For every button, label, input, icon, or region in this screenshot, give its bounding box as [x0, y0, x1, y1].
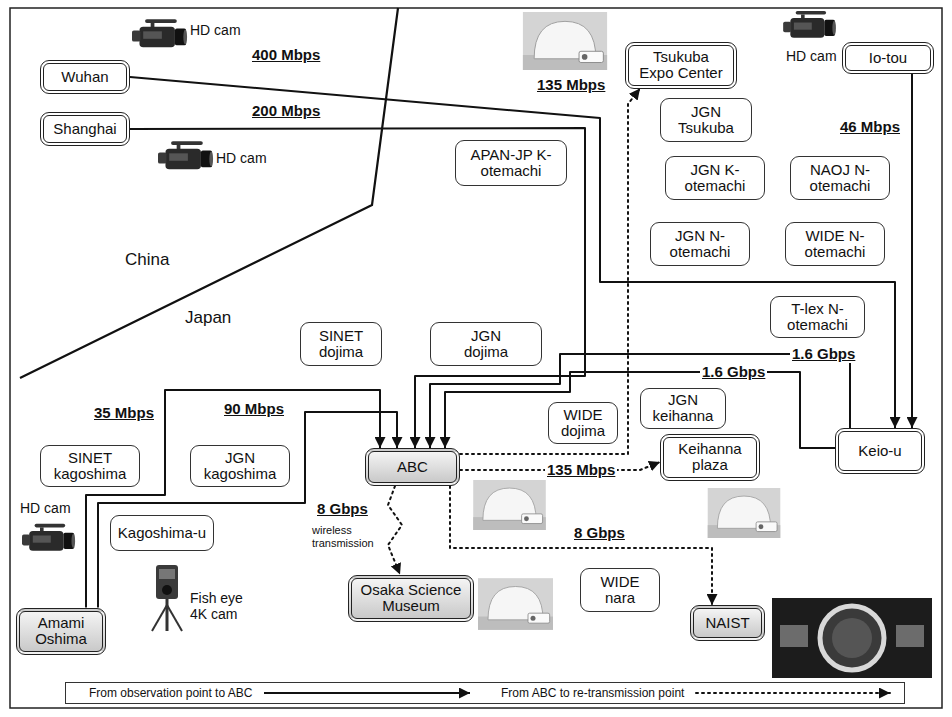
- node-label: NAOJ N-otemachi: [800, 162, 880, 195]
- relay-box: T-lex N-otemachi: [770, 296, 865, 338]
- outer-frame: [10, 8, 942, 708]
- relay-box: JGN N-otemachi: [650, 222, 750, 266]
- bandwidth-label: 1.6 Gbps: [790, 345, 857, 363]
- node-label: JGN N-otemachi: [660, 228, 740, 261]
- bandwidth-label: 400 Mbps: [250, 46, 322, 64]
- camera-label: HD cam: [216, 150, 267, 166]
- observation-line: [911, 74, 913, 428]
- relay-box: SINET kagoshima: [40, 445, 140, 487]
- camera-label: HD cam: [20, 500, 71, 516]
- relay-box: WIDE dojima: [548, 402, 618, 444]
- camera-label: Fish eye 4K cam: [190, 590, 260, 622]
- camera-icon: [158, 141, 213, 169]
- endpoint-box: Keihanna plaza: [660, 434, 760, 481]
- region-label: China: [125, 250, 169, 270]
- bandwidth-label: 135 Mbps: [535, 76, 607, 94]
- observation-line: [430, 354, 850, 448]
- observation-line: [86, 390, 380, 608]
- node-label: JGN keihanna: [648, 392, 718, 425]
- node-label: APAN-JP K-otemachi: [469, 147, 554, 180]
- node-label: WIDE dojima: [556, 407, 611, 440]
- node-label: Keihanna plaza: [673, 441, 748, 474]
- fisheye-camera-icon: [152, 565, 182, 631]
- endpoint-box: Wuhan: [40, 60, 130, 94]
- relay-box: WIDE nara: [580, 568, 660, 612]
- node-label: WIDE N-otemachi: [795, 228, 875, 261]
- endpoint-box: Tsukuba Expo Center: [625, 42, 737, 89]
- endpoint-box: NAIST: [690, 605, 765, 641]
- node-label: Amami Oshima: [26, 615, 96, 648]
- node-label: JGN dojima: [456, 328, 516, 361]
- endpoint-box: Keio-u: [835, 428, 925, 474]
- node-label: Tsukuba Expo Center: [636, 49, 726, 82]
- camera-label: HD cam: [190, 22, 241, 38]
- bandwidth-label: 90 Mbps: [222, 400, 286, 418]
- endpoint-box: Io-tou: [842, 42, 934, 74]
- observation-line: [130, 128, 585, 448]
- node-label: JGN kagoshima: [200, 450, 280, 483]
- retransmission-line: [388, 486, 402, 575]
- bandwidth-label: 35 Mbps: [92, 404, 156, 422]
- dome-photo: [708, 488, 781, 538]
- relay-box: WIDE N-otemachi: [785, 222, 885, 266]
- node-label: Io-tou: [869, 50, 907, 67]
- hall-photo: [772, 598, 932, 678]
- relay-box: JGN K-otemachi: [665, 156, 765, 200]
- legend-line: [696, 692, 890, 694]
- dome-photo: [473, 480, 546, 530]
- node-label: SINET kagoshima: [50, 450, 130, 483]
- bandwidth-label: 1.6 Gbps: [700, 363, 767, 381]
- endpoint-box: Shanghai: [40, 112, 130, 146]
- node-label: Keio-u: [858, 443, 901, 460]
- border-line: [20, 8, 398, 378]
- camera-icon: [783, 11, 836, 38]
- bandwidth-label: 135 Mbps: [545, 461, 617, 479]
- node-label: Wuhan: [61, 69, 108, 86]
- camera-label: HD cam: [786, 48, 837, 64]
- bandwidth-label: 46 Mbps: [838, 118, 902, 136]
- relay-box: Kagoshima-u: [110, 515, 214, 551]
- region-label: Japan: [185, 308, 231, 328]
- endpoint-box: ABC: [365, 448, 460, 486]
- node-label: WIDE nara: [595, 574, 645, 607]
- relay-box: APAN-JP K-otemachi: [455, 140, 567, 186]
- camera-icon: [132, 19, 187, 47]
- node-label: NAIST: [705, 615, 749, 632]
- camera-icon: [22, 524, 75, 551]
- legend-line: [264, 692, 470, 694]
- legend-sample: [695, 683, 891, 703]
- node-label: JGN Tsukuba: [671, 104, 741, 137]
- node-label: ABC: [397, 459, 428, 476]
- note-label: wireless transmission: [312, 524, 378, 549]
- endpoint-box: Osaka Science Museum: [348, 575, 474, 622]
- endpoint-box: Amami Oshima: [16, 608, 106, 655]
- observation-line: [445, 372, 835, 448]
- node-label: Osaka Science Museum: [358, 582, 464, 615]
- relay-box: JGN Tsukuba: [660, 98, 752, 142]
- relay-box: JGN kagoshima: [190, 445, 290, 487]
- bandwidth-label: 8 Gbps: [572, 524, 627, 542]
- relay-box: JGN keihanna: [640, 388, 726, 429]
- dome-photo: [478, 578, 553, 630]
- node-label: Shanghai: [53, 121, 116, 138]
- bandwidth-label: 8 Gbps: [315, 500, 370, 518]
- node-label: JGN K-otemachi: [675, 162, 755, 195]
- legend-text: From ABC to re-transmission point: [501, 686, 684, 700]
- node-label: SINET dojima: [311, 328, 371, 361]
- relay-box: JGN dojima: [430, 322, 542, 366]
- node-label: T-lex N-otemachi: [778, 301, 858, 334]
- relay-box: SINET dojima: [300, 322, 382, 366]
- legend-text: From observation point to ABC: [89, 686, 252, 700]
- legend-box: From observation point to ABC From ABC to…: [65, 682, 905, 704]
- node-label: Kagoshima-u: [118, 525, 206, 542]
- relay-box: NAOJ N-otemachi: [790, 156, 890, 200]
- legend-sample: [263, 683, 471, 703]
- bandwidth-label: 200 Mbps: [250, 102, 322, 120]
- dome-photo: [523, 12, 607, 70]
